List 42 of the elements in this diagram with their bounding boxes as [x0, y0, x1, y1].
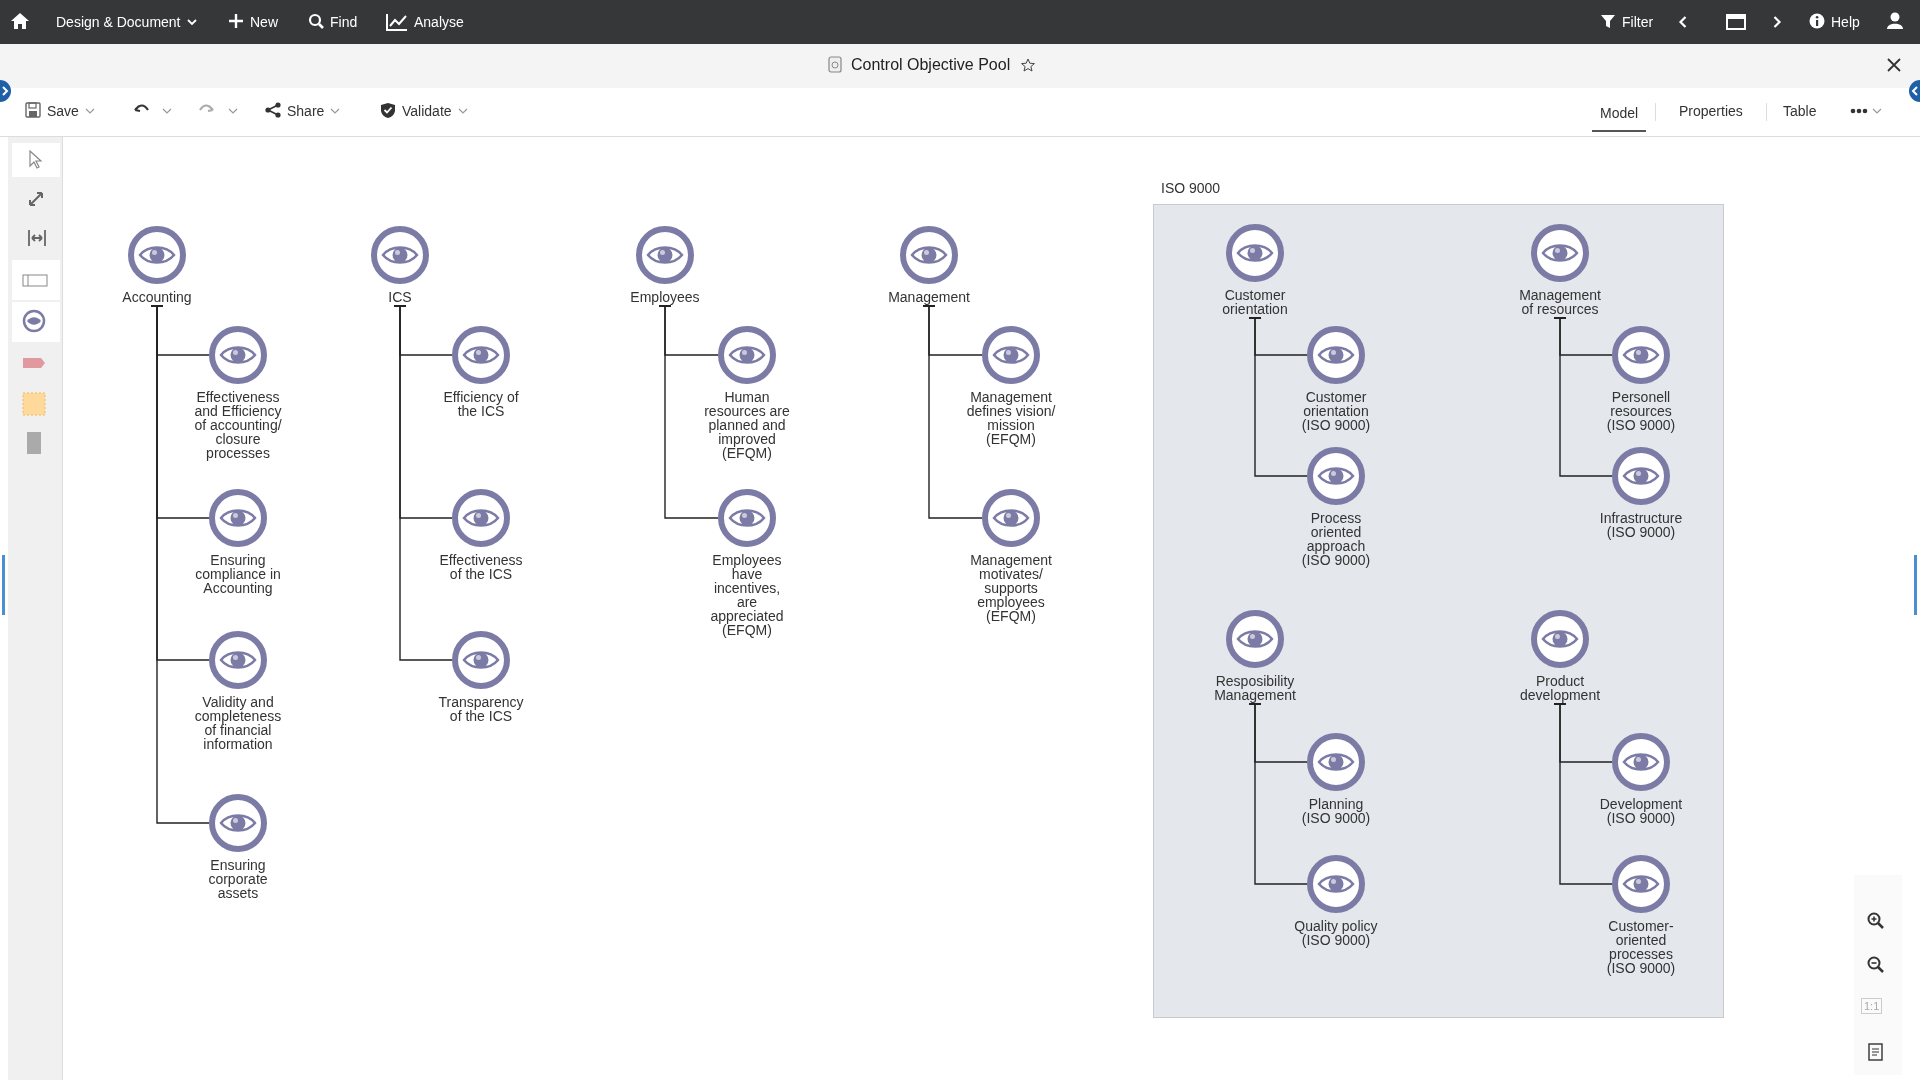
node-label: Effectiveness of the ICS — [438, 553, 524, 581]
node-label: Personell resources (ISO 9000) — [1605, 390, 1677, 432]
save-button: Save — [21, 96, 99, 126]
node-label: Customer-oriented processes (ISO 9000) — [1605, 919, 1677, 975]
actual-size-button: 1:1 — [1861, 998, 1883, 1014]
table-tab: Table — [1779, 96, 1821, 126]
analyse-button: Analyse — [382, 7, 468, 37]
node-label: Customer orientation (ISO 9000) — [1300, 390, 1372, 432]
validate-button: Validate — [376, 96, 472, 126]
diagram-title: Control Objective Pool — [851, 56, 1011, 74]
node-label: ICS — [388, 290, 412, 304]
node-label: Quality policy (ISO 9000) — [1293, 919, 1379, 947]
node-label: Product development — [1518, 674, 1602, 702]
model-tab: Model — [1592, 96, 1647, 132]
node-label: Management — [888, 290, 970, 304]
node-label: Accounting — [122, 290, 192, 304]
node-label: Validity and completeness of financial information — [193, 695, 283, 751]
node-label: Transparency of the ICS — [437, 695, 525, 723]
node-label: Ensuring compliance in Accounting — [194, 553, 282, 595]
node-label: Planning (ISO 9000) — [1300, 797, 1372, 825]
node-label: Employees — [630, 290, 700, 304]
node-label: Efficiency of the ICS — [442, 390, 520, 418]
properties-tab: Properties — [1675, 96, 1747, 126]
help-button: Help — [1805, 7, 1864, 37]
node-label: Resposibility Management — [1213, 674, 1297, 702]
design-document-menu: Design & Document — [52, 7, 201, 37]
new-button: New — [224, 7, 282, 37]
node-label: Customer orientation — [1221, 288, 1289, 316]
node-label: Infrastructure (ISO 9000) — [1598, 511, 1684, 539]
node-label: Employees have incentives, are appreciated (EFQM) — [709, 553, 785, 637]
node-label: Management defines vision/ mission (EFQM) — [965, 390, 1057, 446]
node-label: Effectiveness and Efficiency of accounting/ closure processes — [193, 390, 283, 460]
group-heading: ISO 9000 — [1161, 180, 1221, 196]
node-label: Process oriented approach (ISO 9000) — [1300, 511, 1372, 567]
share-button: Share — [261, 96, 345, 126]
node-label: Development (ISO 9000) — [1598, 797, 1684, 825]
node-label: Management of resources — [1518, 288, 1602, 316]
find-button: Find — [304, 7, 362, 37]
node-label: Human resources are planned and improved (EFQM) — [703, 390, 791, 460]
node-label: Ensuring corporate assets — [207, 858, 269, 900]
node-label: Management motivates/ supports employees (EFQM) — [969, 553, 1053, 623]
filter-button: Filter — [1596, 7, 1658, 37]
